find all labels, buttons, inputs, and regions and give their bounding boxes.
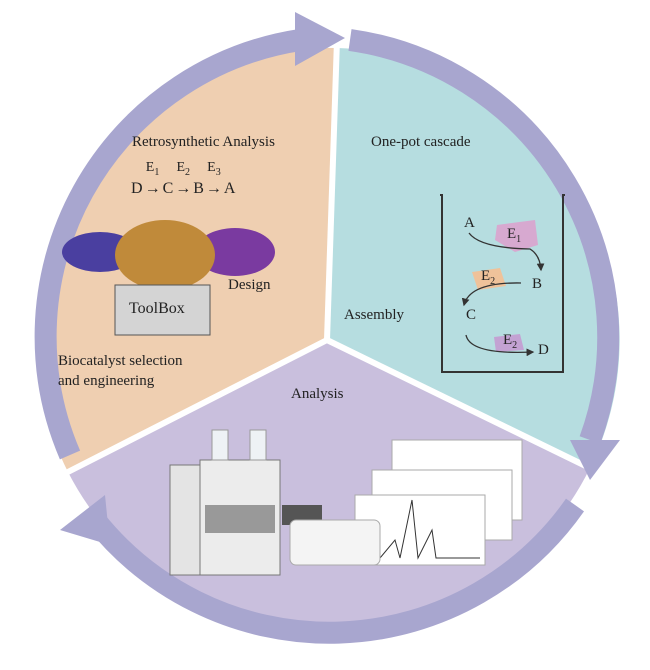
enzyme3-blob [494, 334, 524, 352]
ring-arrow-assembly-to-analysis [348, 29, 620, 444]
divider [324, 39, 340, 341]
arrowhead [295, 12, 345, 66]
reaction-arrow-icon: → [175, 179, 192, 197]
analysis-stage-label: Analysis [291, 386, 344, 402]
one-pot-cascade-title: One-pot cascade [371, 134, 471, 150]
enzyme-e3-label: E3 [207, 160, 221, 178]
retrosynthesis-scheme: D E1 → C E2 → B E3 → A [130, 160, 236, 198]
enzyme3-label: E2 [503, 332, 518, 351]
step-e3: E3 → [206, 160, 222, 198]
compound-c-label: C [162, 179, 174, 197]
compound-a-label: A [223, 179, 236, 197]
vial-rack [289, 519, 381, 566]
reaction-pot [440, 194, 565, 373]
retrosynthetic-analysis-title: Retrosynthetic Analysis [132, 134, 275, 150]
reaction-arrow-icon: → [205, 179, 222, 197]
protein-structures [62, 220, 275, 290]
arrowhead [60, 495, 110, 545]
compound-b: B [532, 276, 543, 292]
compound-a: A [464, 215, 475, 231]
compound-c: C [466, 307, 477, 323]
compound-d-label: D [131, 179, 143, 197]
divider [325, 337, 598, 474]
step-e2: E2 → [175, 160, 191, 198]
ring-arrow-design-to-assembly [34, 29, 302, 460]
reaction-arrow [461, 282, 522, 307]
enzyme-e1-label: E1 [145, 160, 160, 178]
enzyme2-label: E2 [481, 268, 496, 287]
compound-b-label: B [193, 179, 204, 197]
reaction-arrow-icon: → [144, 179, 161, 197]
design-stage-label: Design [228, 277, 271, 293]
divider [60, 337, 329, 478]
reaction-arrow [465, 334, 535, 357]
ring-arrow-analysis-to-design [86, 498, 585, 644]
enzyme1-blob [495, 220, 538, 252]
biocatalyst-caption-line2: and engineering [58, 373, 155, 389]
step-e1: E1 → [145, 160, 161, 198]
reaction-arrow [468, 232, 545, 272]
toolbox-box [114, 284, 211, 336]
toolbox-label: ToolBox [129, 300, 185, 317]
arrowhead [570, 440, 620, 480]
assembly-stage-label: Assembly [344, 307, 404, 323]
enzyme-e2-label: E2 [176, 160, 191, 178]
enzyme1-label: E1 [507, 226, 522, 245]
compound-d: D [538, 342, 549, 358]
biocatalyst-caption-line1: Biocatalyst selection [58, 353, 183, 369]
